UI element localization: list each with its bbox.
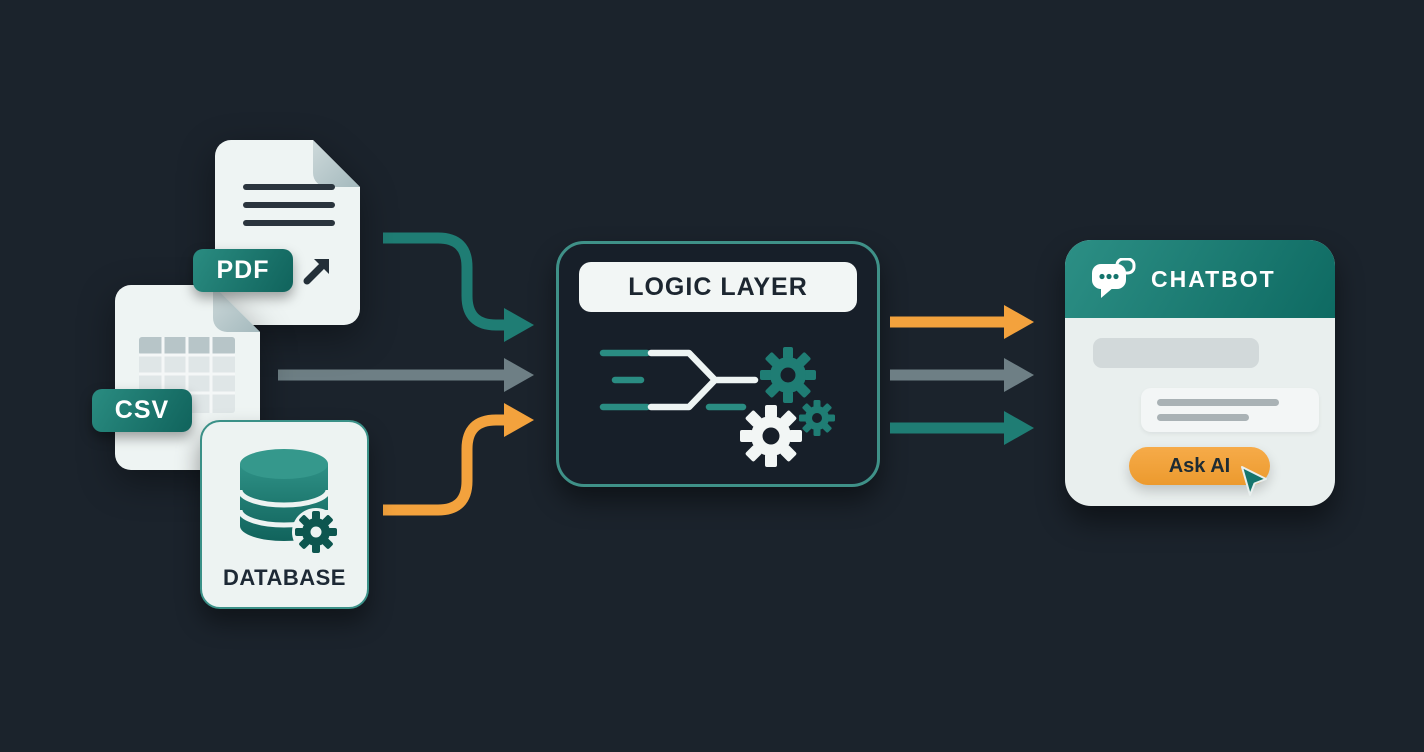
flow-arrow-pdf-to-logic [383,232,534,342]
chatbot-title: CHATBOT [1151,265,1276,292]
message-text-line [1157,414,1249,421]
gear-icon-large-teal [760,347,816,403]
gear-icon [292,508,340,556]
chatbot-card: CHATBOT Ask AI [1065,240,1335,506]
message-text-line [1157,399,1279,406]
message-bubble-1 [1093,338,1259,368]
pdf-badge-label: PDF [216,256,270,284]
message-bubble-2 [1141,388,1319,432]
text-lines [243,184,335,226]
gear-icon-white [740,405,802,467]
logic-layer-title-pill: LOGIC LAYER [579,262,857,312]
database-label: DATABASE [223,565,346,590]
csv-badge: CSV [92,389,192,432]
external-link-arrow-icon [303,259,329,285]
cursor-icon [1241,466,1267,496]
logic-layer-box: LOGIC LAYER [556,241,880,487]
logic-layer-art [599,347,835,467]
logic-layer-title: LOGIC LAYER [628,272,808,301]
flow-arrow-database-to-logic [383,403,534,516]
csv-badge-label: CSV [114,396,170,424]
ask-ai-button-label: Ask AI [1168,454,1231,477]
gear-icon-small-teal [799,400,835,436]
pdf-badge: PDF [193,249,293,292]
chatbot-header: CHATBOT [1065,240,1335,318]
branch-merge-icon [599,349,759,411]
database-cylinder-icon [237,449,340,556]
chat-bubble-icon [1092,258,1136,298]
database-card: DATABASE [200,420,369,609]
